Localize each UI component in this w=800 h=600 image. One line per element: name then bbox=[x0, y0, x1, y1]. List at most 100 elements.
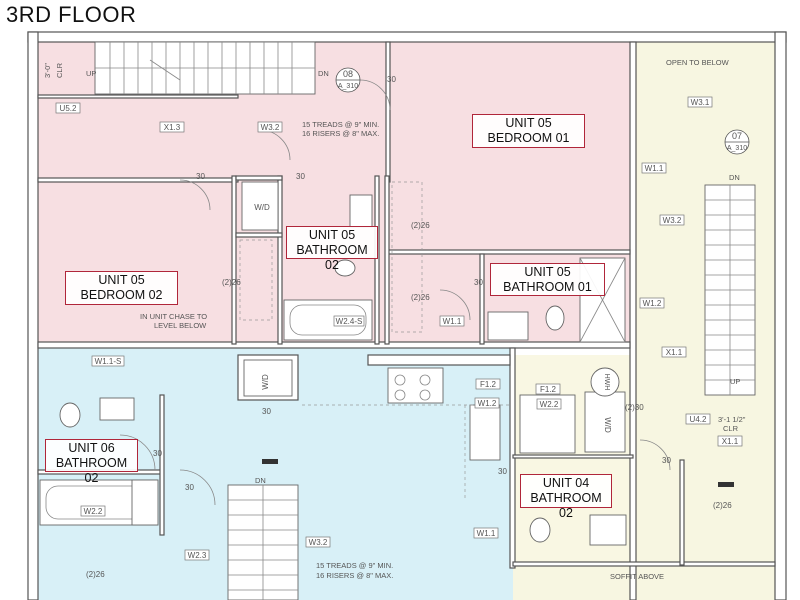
note-chase-2: LEVEL BELOW bbox=[154, 321, 207, 330]
room-name: BATHROOM 02 bbox=[55, 456, 128, 485]
tag-w32a: W3.2 bbox=[261, 123, 280, 132]
tag-w32b: W3.2 bbox=[663, 216, 682, 225]
section-07-sheet: A_310 bbox=[727, 145, 747, 152]
tag-f12b: F1.2 bbox=[540, 385, 557, 394]
note-dim-3-0: 3'-0" bbox=[43, 63, 52, 78]
wall-closet bbox=[384, 175, 390, 345]
note-treads-top-1: 15 TREADS @ 9" MIN. bbox=[302, 120, 379, 129]
tag-x13: X1.3 bbox=[164, 123, 181, 132]
room-unit: UNIT 05 bbox=[98, 273, 145, 287]
room-label-unit05-bedroom02: UNIT 05 BEDROOM 02 bbox=[65, 271, 178, 305]
wall-east bbox=[774, 31, 787, 600]
note-treads-top-2: 16 RISERS @ 8" MAX. bbox=[302, 129, 379, 138]
wall-west bbox=[27, 31, 39, 600]
room-label-unit06-bathroom02: UNIT 06 BATHROOM 02 bbox=[45, 439, 138, 485]
tag-w22b: W2.2 bbox=[84, 507, 103, 516]
wall-unit-divider bbox=[37, 341, 631, 349]
wall-chase bbox=[231, 175, 237, 345]
note-dn-south: DN bbox=[255, 476, 266, 485]
wall-bath02-box bbox=[277, 175, 283, 345]
dim-30-e: 30 bbox=[262, 407, 271, 416]
wall-hall-top bbox=[37, 94, 239, 99]
note-up-north: UP bbox=[86, 69, 96, 78]
wall-east-stair bbox=[629, 41, 637, 600]
fixture-wd-2: W/D bbox=[261, 374, 270, 390]
stair-north bbox=[94, 41, 316, 95]
room-unit: UNIT 05 bbox=[308, 228, 356, 242]
wall-south-soffit bbox=[512, 561, 776, 567]
dim-226-e: (2)26 bbox=[713, 501, 732, 510]
tag-w22a: W2.2 bbox=[540, 400, 559, 409]
tag-x11b: X1.1 bbox=[722, 437, 739, 446]
tag-u42: U4.2 bbox=[690, 415, 707, 424]
wall-bath01-west bbox=[479, 253, 485, 345]
tag-w11s: W1.1-S bbox=[95, 357, 122, 366]
section-08-sheet: A_310 bbox=[338, 83, 358, 90]
room-label-unit05-bathroom01: UNIT 05 BATHROOM 01 bbox=[490, 263, 605, 296]
room-name: BATHROOM 02 bbox=[530, 491, 602, 520]
tag-w11a: W1.1 bbox=[645, 164, 664, 173]
note-up-east: UP bbox=[730, 377, 740, 386]
room-unit: UNIT 05 bbox=[505, 116, 552, 130]
room-unit: UNIT 06 bbox=[68, 441, 115, 455]
note-chase-1: IN UNIT CHASE TO bbox=[140, 312, 207, 321]
wall-bed01-south bbox=[385, 249, 631, 255]
room-name: BEDROOM 01 bbox=[487, 131, 570, 145]
stair-south bbox=[227, 484, 299, 600]
tag-u52: U5.2 bbox=[60, 104, 77, 113]
fixture-hwh: HWH bbox=[603, 374, 610, 391]
dim-30-i: 30 bbox=[662, 456, 671, 465]
dim-30-f: 30 bbox=[153, 449, 162, 458]
note-clr-east: CLR bbox=[723, 424, 739, 433]
dim-30-c: 30 bbox=[296, 172, 305, 181]
wall-west-bedroom02 bbox=[37, 177, 239, 183]
section-07-number: 07 bbox=[732, 131, 742, 141]
wall-wd-bottom bbox=[235, 232, 283, 238]
stair-east bbox=[704, 184, 756, 396]
note-clr-north: CLR bbox=[55, 62, 64, 78]
note-treads-bot-1: 15 TREADS @ 9" MIN. bbox=[316, 561, 393, 570]
tag-w11c: W1.1 bbox=[477, 529, 496, 538]
tag-w32c: W3.2 bbox=[309, 538, 328, 547]
dim-226-b: (2)26 bbox=[222, 278, 241, 287]
wall-unit04-bath bbox=[512, 454, 634, 459]
fixtures bbox=[39, 79, 734, 546]
dimensions: 30 30 30 30 30 30 30 30 30 30 (2)26 (2)2… bbox=[86, 75, 732, 579]
dim-30-a: 30 bbox=[387, 75, 396, 84]
wall-east-kit bbox=[367, 354, 511, 366]
tag-f12a: F1.2 bbox=[480, 380, 497, 389]
room-name: BATHROOM 01 bbox=[503, 280, 592, 294]
tag-w23: W2.3 bbox=[188, 551, 207, 560]
dim-226-d: (2)26 bbox=[86, 570, 105, 579]
wall-unit06-bath-east bbox=[159, 394, 165, 536]
room-name: BATHROOM 02 bbox=[296, 243, 368, 272]
tag-w12a: W1.2 bbox=[643, 299, 662, 308]
wall-wd-box bbox=[235, 175, 283, 181]
section-mark-07: 07 A_310 bbox=[724, 129, 750, 155]
wall-bed01-west bbox=[385, 41, 391, 183]
dim-30-h: 30 bbox=[498, 467, 507, 476]
fixture-wd-1: W/D bbox=[254, 203, 270, 212]
wall-bath02-east bbox=[374, 175, 380, 345]
room-label-unit04-bathroom02: UNIT 04 BATHROOM 02 bbox=[520, 474, 612, 520]
tag-w11b: W1.1 bbox=[443, 317, 462, 326]
tag-w24s: W2.4-S bbox=[336, 317, 363, 326]
zone-soffit bbox=[513, 565, 775, 600]
dim-226-a: (2)26 bbox=[411, 221, 430, 230]
notes: 15 TREADS @ 9" MIN. 16 RISERS @ 8" MAX. … bbox=[43, 58, 746, 581]
room-unit: UNIT 05 bbox=[524, 265, 571, 279]
dim-30-d: 30 bbox=[474, 278, 483, 287]
floor-title: 3RD FLOOR bbox=[6, 2, 137, 27]
section-mark-08: 08 A_310 bbox=[335, 67, 361, 93]
fixture-wd-3: W/D bbox=[603, 417, 612, 433]
room-unit: UNIT 04 bbox=[542, 476, 590, 490]
room-label-unit05-bathroom02: UNIT 05 BATHROOM 02 bbox=[286, 226, 378, 272]
wall-tags: U5.2 X1.3 W3.2 W3.1 W1.1 W3.2 W1.2 X1.1 … bbox=[55, 96, 743, 561]
note-treads-bot-2: 16 RISERS @ 8" MAX. bbox=[316, 571, 393, 580]
wall-north bbox=[27, 31, 787, 43]
room-label-unit05-bedroom01: UNIT 05 BEDROOM 01 bbox=[472, 114, 585, 148]
note-dn-east: DN bbox=[729, 173, 740, 182]
room-name: BEDROOM 02 bbox=[80, 288, 163, 302]
note-dim-3-1-5: 3'-1 1/2" bbox=[718, 415, 746, 424]
